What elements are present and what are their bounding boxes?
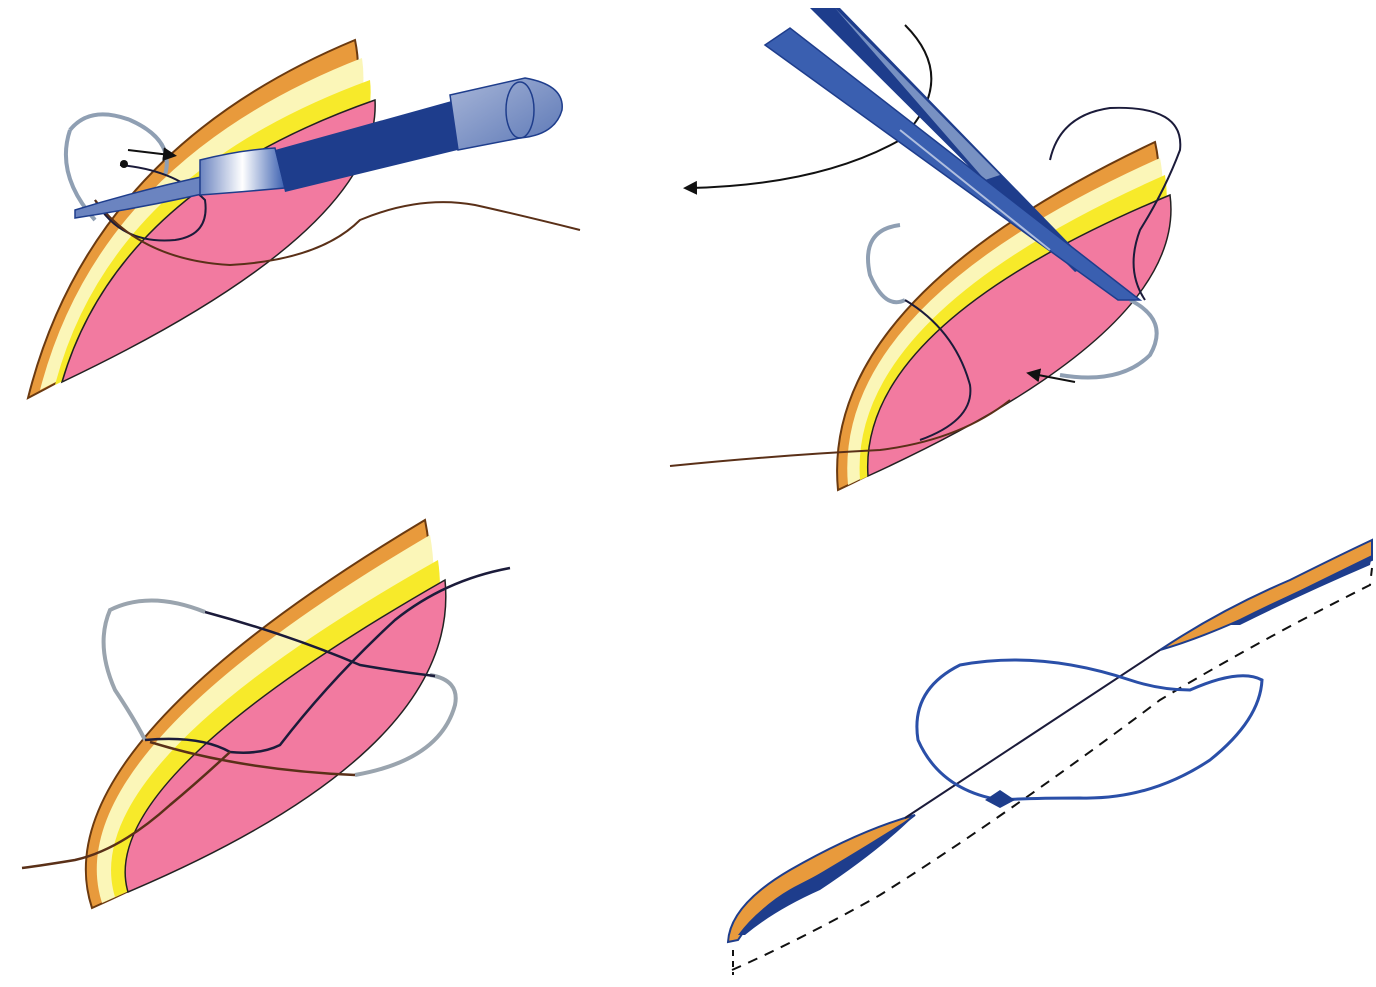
suture-loop: [917, 660, 1262, 800]
panel-1: [28, 40, 580, 398]
forceps-instrument: [765, 8, 1140, 300]
entry-point-dot: [120, 160, 128, 168]
tissue-edge-lower-blue: [738, 815, 915, 935]
tissue-wedge: [86, 520, 446, 908]
deep-layer-dashed-line: [732, 568, 1372, 970]
knot-icon: [985, 790, 1015, 808]
tissue-edge-upper-blue: [1230, 555, 1372, 625]
panel-3: [22, 520, 510, 908]
tissue-edge-upper: [1160, 540, 1372, 650]
panel-4: [728, 540, 1372, 975]
panel-2: [670, 8, 1180, 490]
tissue-wedge: [28, 40, 375, 398]
